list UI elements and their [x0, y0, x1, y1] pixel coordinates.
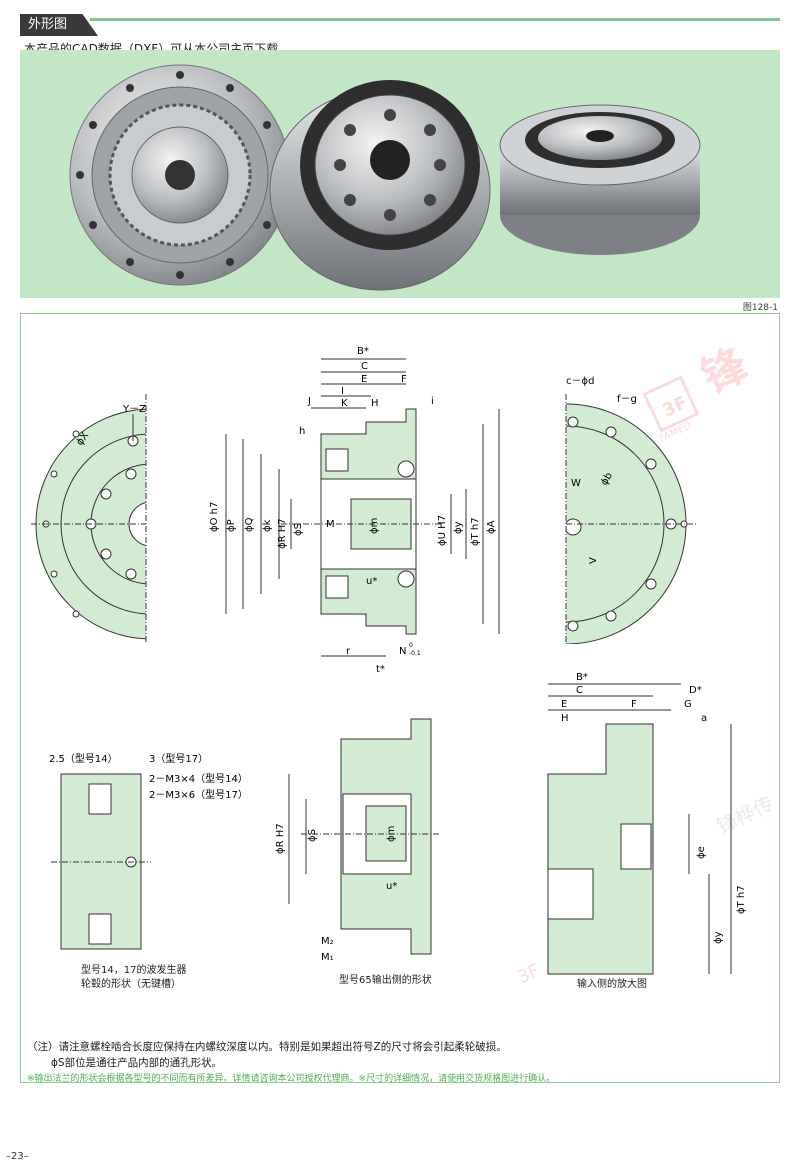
caption-wave: 型号14，17的波发生器 轮毂的形状（无键槽） — [81, 964, 186, 992]
dim-B-star: B* — [357, 346, 369, 357]
note-2: ϕS部位是通往产品内部的通孔形状。 — [51, 1057, 223, 1069]
dim-phiU: ϕU H7 — [437, 515, 448, 546]
dim-N: N — [399, 646, 406, 657]
product-photos — [69, 64, 701, 291]
dimin-phiy: ϕy — [713, 931, 724, 944]
dimin-F: F — [631, 699, 637, 710]
front-view-right: c－ϕd f－g W ϕb V — [565, 376, 696, 644]
dim-c-phid: c－ϕd — [566, 376, 594, 387]
dim-i: i — [431, 396, 434, 407]
header-rule — [90, 18, 780, 21]
wave-generator-detail: 2.5（型号14） 3（型号17） 2－M3×4（型号14） 2－M3×6（型号… — [49, 752, 248, 950]
section-view-main: B* C E F I J K H i h ϕO h7 ϕP ϕQ ϕk ϕR H… — [209, 346, 500, 675]
dim-3: 3（型号17） — [149, 752, 208, 765]
dim-V: V — [588, 557, 599, 564]
dimension-drawing-panel: 3F 锋 FAMED 锋 3F 锋桦传 — [20, 313, 780, 1084]
dim-W: W — [571, 478, 581, 489]
product-photo-side — [499, 104, 701, 255]
dim-t-star: t* — [376, 664, 385, 675]
caption-model65: 型号65输出侧的形状 — [339, 975, 432, 986]
dim-J: J — [307, 396, 311, 407]
dim65-M1: M₁ — [321, 952, 334, 963]
dim-phiS: ϕS — [293, 523, 304, 536]
dim-m3x4: 2－M3×4（型号14） — [149, 772, 248, 785]
front-view-left: Y－Z ϕX — [31, 394, 147, 644]
section-header: 外形图 — [20, 14, 780, 36]
dim-K: K — [341, 398, 348, 409]
caption-input: 输入侧的放大图 — [577, 979, 647, 990]
dim65-M2: M₂ — [321, 936, 334, 947]
dim-H: H — [371, 398, 379, 409]
page-number: –23– — [6, 1151, 29, 1162]
caption-wave-line1: 型号14，17的波发生器 — [81, 965, 187, 976]
dim-phik: ϕk — [262, 519, 273, 532]
dimin-E: E — [561, 699, 567, 710]
dimin-D-star: D* — [689, 685, 702, 696]
dim-h: h — [299, 426, 305, 437]
note-1: （注）请注意螺栓啮合长度应保持在内螺纹深度以内。特别是如果超出符号Z的尺寸将会引… — [27, 1041, 507, 1053]
dim-r: r — [346, 646, 351, 657]
dim-N-tol-top: 0 — [409, 642, 413, 649]
dimin-a: a — [701, 713, 707, 724]
product-photo-panel — [20, 50, 780, 298]
dim-f-g: f－g — [617, 394, 637, 405]
dim-I: I — [341, 386, 344, 397]
note-3: ※输出法兰的形状会根据各型号的不同而有所差异。详情请咨询本公司授权代理商。※尺寸… — [27, 1074, 556, 1084]
dim-phiP: ϕP — [226, 519, 237, 532]
dim-2-5: 2.5（型号14） — [49, 752, 118, 765]
figure-label: 图128-1 — [742, 303, 778, 313]
caption-wave-line2: 轮毂的形状（无键槽） — [81, 979, 181, 990]
dim-M: M — [326, 519, 335, 530]
dim-F: F — [401, 374, 407, 385]
dim-YZ: Y－Z — [122, 404, 146, 415]
dim65-u-star: u* — [386, 881, 397, 892]
dim-E: E — [361, 374, 367, 385]
dim-N-tol-bot: -0.1 — [409, 650, 421, 657]
dimin-H: H — [561, 713, 569, 724]
watermark-brand: 锋 — [694, 339, 756, 404]
watermark-chars: 锋桦传 — [713, 791, 778, 838]
dim-u-star: u* — [366, 576, 377, 587]
input-side-detail: B* C D* E F G H a ϕe ϕT h7 ϕy — [547, 672, 747, 975]
dim-phiO: ϕO h7 — [209, 502, 220, 532]
dim-m3x6: 2－M3×6（型号17） — [149, 788, 248, 801]
dimin-C: C — [576, 685, 583, 696]
dimin-G: G — [684, 699, 692, 710]
product-photo-angle — [269, 80, 491, 291]
section-title: 外形图 — [20, 14, 98, 36]
dim-phim: ϕm — [369, 518, 380, 534]
dim-phiR: ϕR H7 — [277, 518, 288, 549]
dim-C: C — [361, 361, 368, 372]
dimin-phie: ϕe — [696, 846, 707, 859]
dim65-phim: ϕm — [386, 826, 397, 842]
model65-detail: ϕR H7 ϕS ϕm u* M₂ M₁ — [275, 718, 441, 963]
dim-phiA: ϕA — [486, 520, 497, 534]
dim65-phiR: ϕR H7 — [275, 823, 286, 854]
dim-phiQ: ϕQ — [244, 517, 255, 532]
watermark-logo-2: 3F — [514, 960, 543, 988]
dimin-phiT: ϕT h7 — [736, 885, 747, 914]
dim65-phiS: ϕS — [307, 829, 318, 842]
dimin-B-star: B* — [576, 672, 588, 683]
dim-phiT: ϕT h7 — [470, 517, 481, 546]
dimension-drawings: 3F 锋 FAMED 锋 3F 锋桦传 — [31, 339, 778, 989]
product-photo-front — [69, 64, 291, 286]
dim-phiy: ϕy — [453, 521, 464, 534]
